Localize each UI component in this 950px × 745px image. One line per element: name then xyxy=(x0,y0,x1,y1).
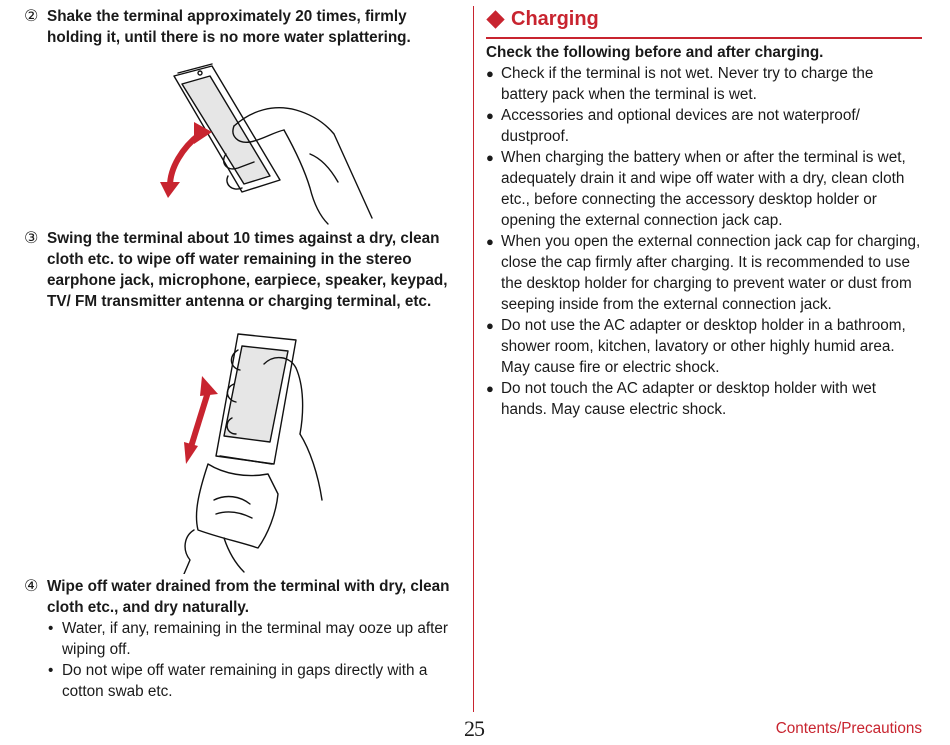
bullet-dot-icon: ● xyxy=(486,108,494,123)
section-title-text: Charging xyxy=(511,7,599,30)
bullet-dot-icon: ● xyxy=(486,381,494,396)
list-item-text: Do not use the AC adapter or desktop hol… xyxy=(501,317,906,376)
bullet-dot-icon: ● xyxy=(486,66,494,81)
step-number: ④ xyxy=(24,578,39,595)
double-arrow-icon xyxy=(160,122,212,198)
list-item: ● Do not use the AC adapter or desktop h… xyxy=(486,315,922,378)
step-text: Swing the terminal about 10 times agains… xyxy=(47,230,448,310)
list-item-text: Do not wipe off water remaining in gaps … xyxy=(62,662,428,700)
contents-precautions-link[interactable]: Contents/Precautions xyxy=(775,720,922,737)
step-text: Shake the terminal approximately 20 time… xyxy=(47,8,411,46)
bullet-dot-icon: ● xyxy=(486,318,494,333)
list-item-text: Do not touch the AC adapter or desktop h… xyxy=(501,380,876,418)
bullet-dot-icon: ● xyxy=(486,234,494,249)
section-heading: Charging xyxy=(486,4,599,34)
list-item: • Water, if any, remaining in the termin… xyxy=(48,618,468,660)
section-underline xyxy=(486,37,922,39)
diamond-icon xyxy=(486,9,505,29)
list-item-text: When you open the external connection ja… xyxy=(501,233,921,313)
column-divider xyxy=(473,6,474,712)
list-item: ● When charging the battery when or afte… xyxy=(486,147,922,231)
step-number: ③ xyxy=(24,230,39,247)
list-item: ● When you open the external connection … xyxy=(486,231,922,315)
charging-precautions-list: ● Check if the terminal is not wet. Neve… xyxy=(486,63,922,420)
list-item-text: When charging the battery when or after … xyxy=(501,149,906,229)
shake-phone-illustration xyxy=(160,63,373,225)
step-3: ③ Swing the terminal about 10 times agai… xyxy=(24,228,464,312)
step-4-notes: • Water, if any, remaining in the termin… xyxy=(48,618,468,702)
list-item: • Do not wipe off water remaining in gap… xyxy=(48,660,468,702)
bullet-dot-icon: • xyxy=(48,620,54,637)
step-number: ② xyxy=(24,8,39,25)
list-item: ● Accessories and optional devices are n… xyxy=(486,105,922,147)
bullet-dot-icon: • xyxy=(48,662,54,679)
list-item: ● Do not touch the AC adapter or desktop… xyxy=(486,378,922,420)
swing-phone-cloth-illustration xyxy=(183,333,323,574)
step-2: ② Shake the terminal approximately 20 ti… xyxy=(24,6,464,48)
list-item: ● Check if the terminal is not wet. Neve… xyxy=(486,63,922,105)
list-item-text: Water, if any, remaining in the terminal… xyxy=(62,620,448,658)
page-number: 25 xyxy=(464,716,485,741)
step-text: Wipe off water drained from the terminal… xyxy=(47,578,450,616)
double-arrow-icon xyxy=(184,376,218,464)
bullet-dot-icon: ● xyxy=(486,150,494,165)
list-item-text: Accessories and optional devices are not… xyxy=(501,107,860,145)
step-4: ④ Wipe off water drained from the termin… xyxy=(24,576,464,618)
list-item-text: Check if the terminal is not wet. Never … xyxy=(501,65,874,103)
section-intro: Check the following before and after cha… xyxy=(486,44,824,61)
